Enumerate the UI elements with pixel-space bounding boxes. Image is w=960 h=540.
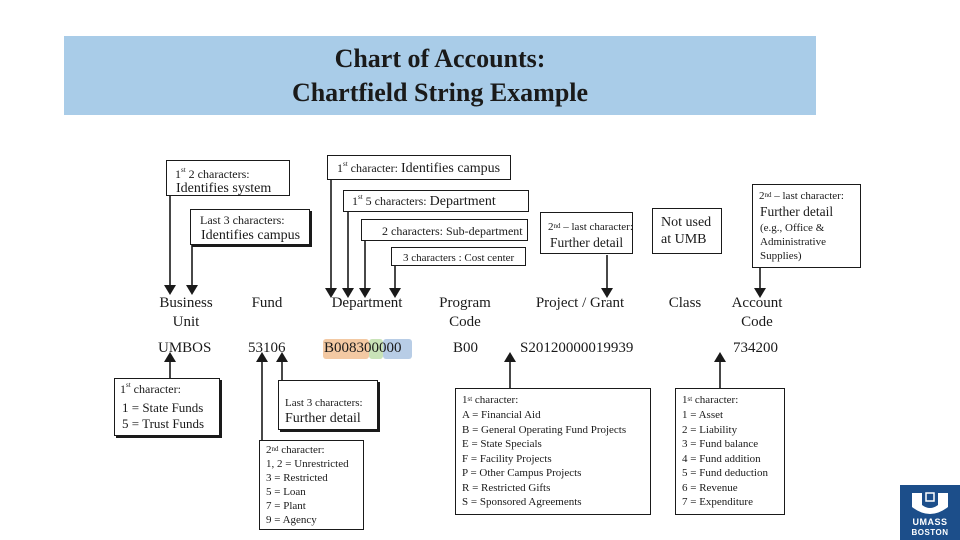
- value-program-code: B00: [453, 340, 479, 356]
- department-highlight-1: [323, 339, 369, 359]
- value-business-unit: UMBOS: [158, 340, 212, 356]
- campus-id-callout: 1st character: Identifies campus: [327, 155, 511, 180]
- header-fund: Fund: [251, 295, 283, 311]
- value-account-code: 734200: [733, 340, 778, 356]
- logo-word-boston: BOSTON: [911, 528, 949, 537]
- cost-center-callout: 3 characters : Cost center: [391, 247, 526, 266]
- logo-word-umass: UMASS: [912, 517, 948, 527]
- dept-first5-callout: 1st 5 characters: Department: [343, 190, 529, 212]
- header-department: Department: [331, 295, 403, 311]
- project-detail-callout: 2nd – last character: Further detail: [540, 212, 633, 254]
- umass-boston-logo: UMASS BOSTON: [900, 485, 960, 540]
- value-project-grant: S20120000019939: [520, 340, 634, 356]
- project-codes-callout: 1st character: A = Financial Aid B = Gen…: [455, 388, 651, 515]
- department-highlight-3: [383, 339, 412, 359]
- fund-last3-callout: Last 3 characters: Further detail: [278, 380, 378, 430]
- department-highlight-2: [369, 339, 383, 359]
- slide-title-line2: Chartfield String Example: [291, 78, 589, 107]
- class-note-callout: Not used at UMB: [652, 208, 722, 254]
- last3-campus-callout: Last 3 characters: Identifies campus: [190, 209, 310, 245]
- umass-emblem-icon: [912, 492, 948, 514]
- header-project-grant: Project / Grant: [535, 295, 625, 311]
- value-department: B008300000: [324, 340, 402, 356]
- account-codes-callout: 1st character: 1 = Asset 2 = Liability 3…: [675, 388, 785, 515]
- fund-2nd-char-callout: 2nd character: 1, 2 = Unrestricted 3 = R…: [259, 440, 364, 530]
- sub-department-callout: 2 characters: Sub-department: [361, 219, 528, 241]
- account-detail-callout: 2nd – last character: Further detail (e.…: [752, 184, 861, 268]
- system-id-callout: 1st 2 characters: Identifies system: [166, 160, 290, 196]
- header-class: Class: [668, 295, 702, 311]
- value-fund: 53106: [248, 340, 286, 356]
- slide-title-line1: Chart of Accounts:: [334, 44, 546, 73]
- title-band: Chart of Accounts: Chartfield String Exa…: [64, 36, 816, 115]
- bu-codes-callout: 1st character: 1 = State Funds 5 = Trust…: [114, 378, 220, 436]
